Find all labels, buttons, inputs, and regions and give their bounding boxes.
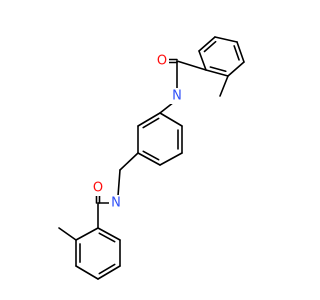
oxygen-label: O [157,54,167,69]
bond-layer [58,36,245,280]
central-benzene-ring-bond [137,112,161,127]
lower-tolyl-ring-double-bond [98,263,116,275]
atom-label-n1: N [170,88,184,104]
upper-tolyl-ring-bond [198,36,216,52]
upper-tolyl-ring-double-bond [209,66,227,73]
lower-tolyl-ring-bond [75,227,99,241]
methylene-bond [119,152,139,171]
nitrogen-label: N [172,89,182,104]
nitrogen-label: N [111,196,121,211]
lower-tolyl-ring-bond [97,227,121,241]
lower-tolyl-ring-double-bond [98,232,116,243]
methyl-bond [58,227,77,241]
upper-tolyl-ring-bond [198,50,207,71]
upper-tolyl-ring-bond [236,41,245,63]
upper-tolyl-ring-bond [214,36,238,43]
central-benzene-ring-double-bond [142,117,160,129]
methyl-bond [219,75,229,97]
lower-tolyl-ring-bond [97,265,121,280]
central-benzene-ring-bond [159,152,183,166]
structure-diagram: O N N O [58,36,245,280]
atom-label-o1: O [155,53,169,69]
central-benzene-ring-bond [137,152,161,166]
upper-tolyl-ring-double-bond [203,40,217,53]
atom-label-o2: O [91,180,105,196]
central-benzene-ring-bond [159,112,183,127]
upper-tolyl-ring-bond [227,61,245,77]
methylene-nitrogen-bond [117,169,121,197]
upper-tolyl-ring-double-bond [233,45,240,61]
oxygen-label: O [93,181,103,196]
lower-tolyl-ring-bond [75,265,99,280]
atom-label-n2: N [109,195,123,211]
central-benzene-ring-double-bond [142,150,160,161]
carbonyl-carbon-bond [176,60,207,71]
molecule-drawing: O N N O [58,36,245,280]
upper-tolyl-ring-bond [205,69,229,77]
